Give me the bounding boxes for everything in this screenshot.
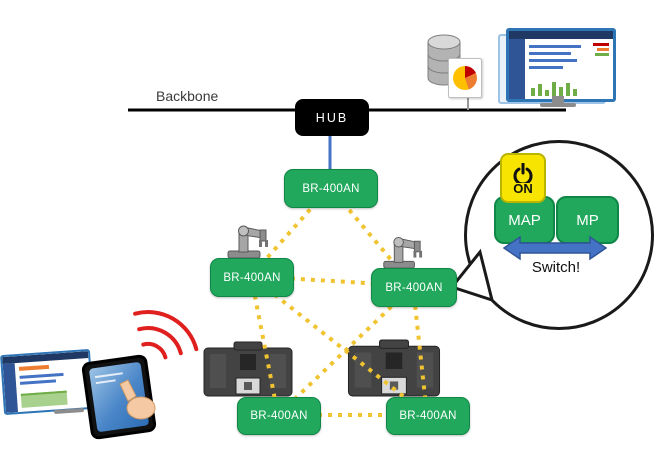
dashboard-sidebar	[509, 39, 525, 99]
dashboard-titlebar	[2, 351, 89, 365]
power-on-label: ON	[513, 180, 533, 196]
callout-tail	[449, 248, 495, 303]
hand-cursor-icon	[119, 379, 156, 420]
dashboard-column	[566, 83, 570, 96]
status-bar-orange	[18, 364, 50, 371]
dashboard-sidebar	[2, 363, 19, 413]
dashboard-column	[538, 84, 542, 96]
status-bar-red	[593, 43, 609, 46]
dashboard-area-chart	[20, 390, 68, 408]
ap-node-mid-left: BR-400AN	[210, 258, 294, 297]
power-button: ON	[500, 153, 546, 203]
monitor-stand	[552, 96, 564, 103]
monitor-dashboard-icon	[506, 28, 616, 102]
machine-icon	[347, 339, 441, 397]
status-bar-orange	[597, 48, 609, 51]
ap-node-bottom-right: BR-400AN	[386, 397, 470, 435]
dashboard-bar	[19, 372, 64, 379]
pie-chart-icon	[448, 58, 482, 98]
dashboard-column	[552, 82, 556, 96]
wifi-waves-icon	[133, 310, 199, 360]
dashboard-bar	[19, 379, 57, 385]
status-bar-green	[595, 53, 609, 56]
machine-icon	[203, 341, 293, 397]
switch-caption: Switch!	[531, 259, 581, 276]
dashboard-column	[531, 88, 535, 96]
wifi-arc	[133, 310, 199, 352]
monitor-dashboard-icon	[0, 348, 94, 416]
dashboard-column	[559, 87, 563, 96]
wifi-arc	[137, 326, 183, 356]
backbone-label: Backbone	[156, 88, 219, 104]
robot-arm-icon	[383, 236, 423, 269]
double-arrow-icon	[502, 235, 608, 261]
dashboard-column	[573, 89, 577, 96]
ap-node-bottom-left: BR-400AN	[237, 397, 321, 435]
hub-box: HUB	[295, 99, 369, 136]
wifi-arc	[141, 342, 168, 360]
power-icon	[513, 162, 533, 183]
dashboard-column	[545, 90, 549, 96]
dashboard-bar	[529, 59, 577, 62]
dashboard-bar	[529, 45, 581, 48]
map-mode-box: MAP	[494, 196, 555, 244]
dashboard-titlebar	[509, 31, 613, 39]
ap-node-mid-right: BR-400AN	[371, 268, 457, 307]
monitor-base	[540, 103, 576, 107]
robot-arm-icon	[227, 225, 268, 259]
dashboard-bar	[529, 52, 571, 55]
monitor-base	[53, 407, 85, 415]
dashboard-bar	[529, 66, 563, 69]
pie-chart	[453, 66, 477, 90]
ap-node-top: BR-400AN	[284, 169, 378, 208]
